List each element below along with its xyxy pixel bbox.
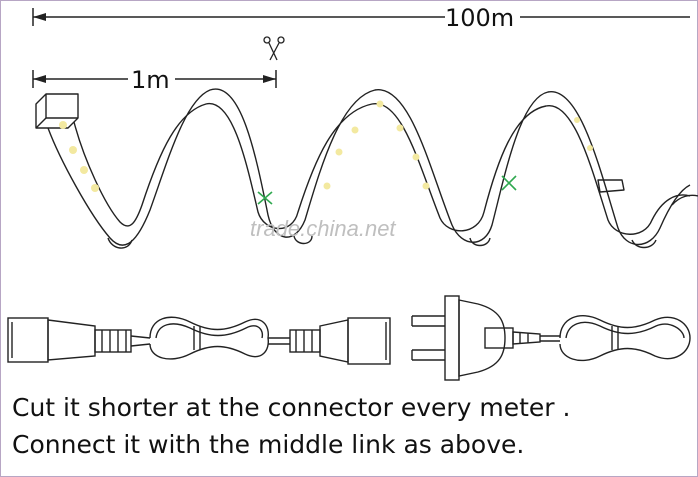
male-connector [289,317,391,365]
middle-link-right [559,315,691,362]
total-length-label: 100m [445,4,514,32]
middle-link [149,316,290,360]
led-dots [59,100,593,192]
watermark: trade.china.net [250,216,396,241]
total-length-dimension [32,8,690,26]
cut-mark-icon [257,175,517,205]
caption-line-1: Cut it shorter at the connector every me… [12,393,571,422]
female-connector-left [7,317,151,363]
plug-icon [411,295,560,381]
scissors-icon [263,36,285,61]
led-rope-light [35,88,698,249]
caption-line-2: Connect it with the middle link as above… [12,430,525,459]
segment-length-dimension [32,70,277,88]
segment-length-label: 1m [131,66,170,94]
